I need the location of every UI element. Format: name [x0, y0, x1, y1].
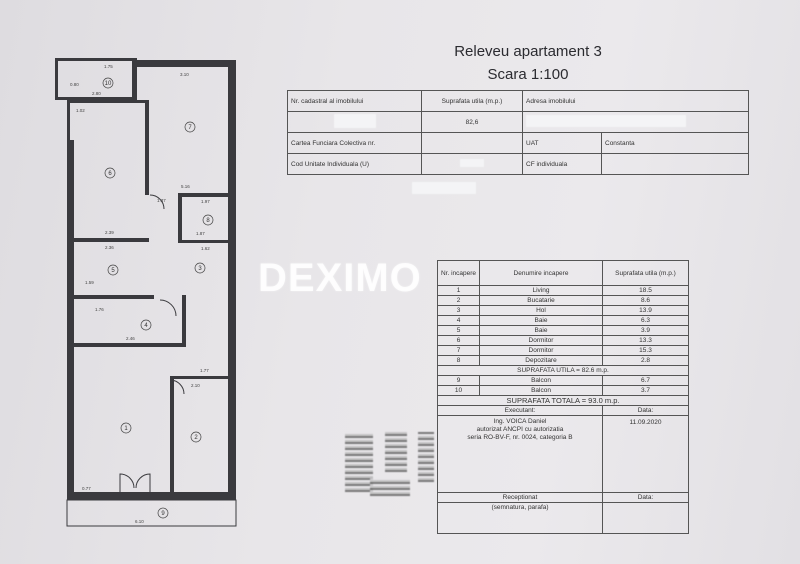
room-number-circle	[104, 167, 116, 179]
dim-label: 1.77	[200, 368, 209, 373]
room-number-marker: 10	[102, 77, 114, 89]
room-number: 7	[188, 125, 192, 131]
dim-label: 2.10	[191, 383, 200, 388]
dim-label: 6.10	[135, 519, 144, 524]
dim-label: 1.75	[104, 64, 113, 69]
executant-name: Ing. VOICA Daniel	[493, 418, 547, 425]
executant-authorization: autorizat ANCPI cu autorizatia	[476, 426, 564, 433]
property-info-table: Nr. cadastral al imobilului Suprafata ut…	[287, 90, 749, 175]
dim-label: 1.76	[95, 307, 104, 312]
room-number-marker: 7	[184, 121, 196, 133]
dim-label: 1.97	[201, 199, 210, 204]
stamp-scribble	[345, 432, 373, 492]
dim-label: 3.10	[180, 72, 189, 77]
room-number: 1	[124, 426, 128, 432]
dim-label: 0.80	[70, 82, 79, 87]
room-number-marker: 6	[104, 167, 116, 179]
stamp-scribble	[418, 432, 434, 482]
dim-label: 1.59	[85, 280, 94, 285]
room-number: 9	[161, 511, 165, 517]
room-number-marker: 9	[157, 507, 169, 519]
dim-label: 2.36	[105, 245, 114, 250]
cod-unitate-label: Cod Unitate Individuala (U)	[287, 153, 422, 175]
room-number: 4	[144, 323, 148, 329]
dim-label: 1.02	[76, 108, 85, 113]
col-name-header: Denumire incapere	[479, 260, 603, 286]
rooms-table: Nr. incapere Denumire incapere Suprafata…	[437, 260, 689, 534]
room-number-circle	[202, 214, 214, 226]
room-number-circle	[102, 77, 114, 89]
room-number-circle	[120, 422, 132, 434]
executant-series: seria RO-BV-F, nr. 0024, categoria B	[467, 434, 573, 441]
stamp-scribble	[370, 478, 410, 496]
walls	[55, 58, 236, 500]
room-number-marker: 2	[190, 431, 202, 443]
room-number-circle	[140, 319, 152, 331]
dim-label: 1.37	[157, 198, 166, 203]
room-number-circle	[107, 264, 119, 276]
stamp-scribble	[385, 432, 407, 472]
cf-individuala-value	[601, 153, 749, 175]
col-area-header: Suprafata utila (m.p.)	[602, 260, 689, 286]
deximo-watermark: DEXIMO	[258, 256, 422, 300]
balcony-9-outline	[66, 194, 237, 527]
nr-cadastral-redacted	[287, 111, 422, 133]
room-number-circle	[190, 431, 202, 443]
redacted-field	[412, 182, 476, 194]
dim-label: 2.46	[126, 336, 135, 341]
dim-label: 5.16	[181, 184, 190, 189]
room-number: 5	[111, 268, 115, 274]
dim-label: 0.77	[82, 486, 91, 491]
adresa-redacted	[522, 111, 749, 133]
dim-label: 1.62	[201, 246, 210, 251]
room-number-marker: 3	[194, 262, 206, 274]
room-number-circle	[194, 262, 206, 274]
room-number-circle	[184, 121, 196, 133]
room-number: 8	[206, 218, 210, 224]
room-number: 3	[198, 266, 202, 272]
room-number-marker: 1	[120, 422, 132, 434]
room-number-circle	[157, 507, 169, 519]
room-number-marker: 5	[107, 264, 119, 276]
dimension-labels: 1.75 0.80 3.10 2.80 1.02 2.39 1.37 1.97 …	[70, 64, 210, 524]
room-number-marker: 8	[202, 214, 214, 226]
room-number: 2	[194, 435, 198, 441]
executant-info: Ing. VOICA Daniel autorizat ANCPI cu aut…	[437, 415, 603, 493]
document-title: Releveu apartament 3	[454, 43, 602, 60]
dim-label: 2.39	[105, 230, 114, 235]
dim-label: 1.87	[196, 231, 205, 236]
document-scale: Scara 1:100	[487, 66, 569, 83]
receptionat-date	[602, 502, 689, 534]
dim-label: 2.80	[92, 91, 101, 96]
room-number: 6	[108, 171, 112, 177]
room-number-marker: 4	[140, 319, 152, 331]
room-number: 10	[105, 81, 112, 87]
executant-date: 11.09.2020	[602, 415, 689, 493]
